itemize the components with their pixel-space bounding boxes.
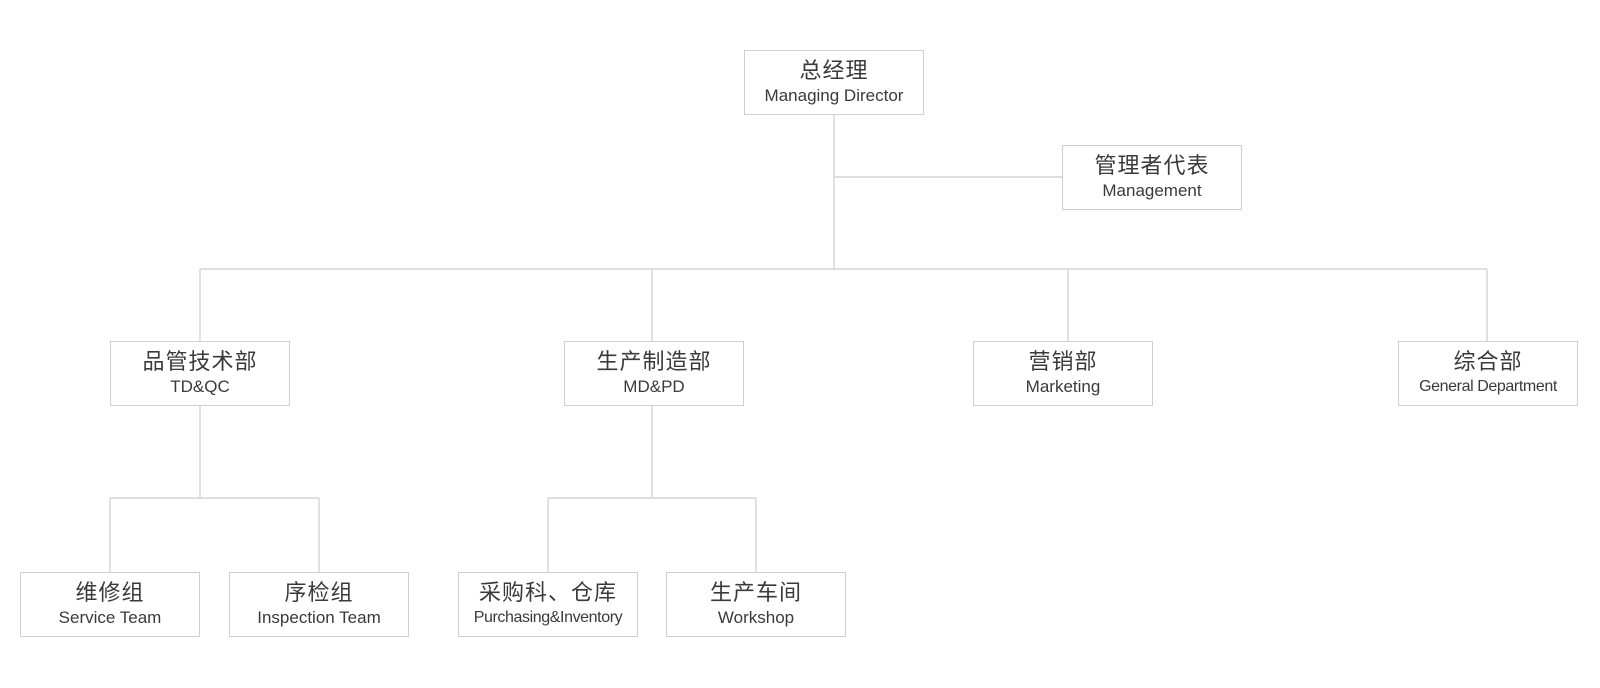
node-label-zh: 总经理 [799, 58, 869, 84]
node-dept-marketing: 营销部 Marketing [973, 341, 1153, 406]
node-dept-mdpd: 生产制造部 MD&PD [564, 341, 744, 406]
node-label-zh: 综合部 [1453, 349, 1523, 375]
node-label-en: Service Team [58, 607, 162, 627]
node-managing-director: 总经理 Managing Director [744, 50, 924, 115]
node-label-zh: 生产车间 [709, 580, 802, 606]
node-team-workshop: 生产车间 Workshop [666, 572, 846, 637]
node-label-en: TD&QC [170, 376, 230, 396]
node-label-zh: 营销部 [1028, 349, 1098, 375]
node-label-zh: 维修组 [75, 580, 145, 606]
node-team-inspection: 序检组 Inspection Team [229, 572, 409, 637]
node-dept-tdqc: 品管技术部 TD&QC [110, 341, 290, 406]
node-label-en: Inspection Team [257, 607, 381, 627]
node-team-purchasing-inventory: 采购科、仓库 Purchasing&Inventory [458, 572, 638, 637]
node-label-en: Managing Director [764, 85, 904, 105]
node-label-en: Management [1102, 180, 1202, 200]
node-label-en: MD&PD [623, 376, 685, 396]
node-label-zh: 生产制造部 [596, 349, 712, 375]
node-label-en: Workshop [717, 607, 795, 627]
node-label-en: Marketing [1025, 376, 1101, 396]
node-label-en: Purchasing&Inventory [473, 608, 623, 626]
node-label-en: General Department [1419, 377, 1557, 395]
node-label-zh: 采购科、仓库 [478, 580, 617, 606]
node-label-zh: 管理者代表 [1094, 153, 1210, 179]
node-dept-general: 综合部 General Department [1398, 341, 1578, 406]
node-team-service: 维修组 Service Team [20, 572, 200, 637]
node-label-zh: 品管技术部 [142, 349, 258, 375]
node-management-representative: 管理者代表 Management [1062, 145, 1242, 210]
node-label-zh: 序检组 [284, 580, 354, 606]
